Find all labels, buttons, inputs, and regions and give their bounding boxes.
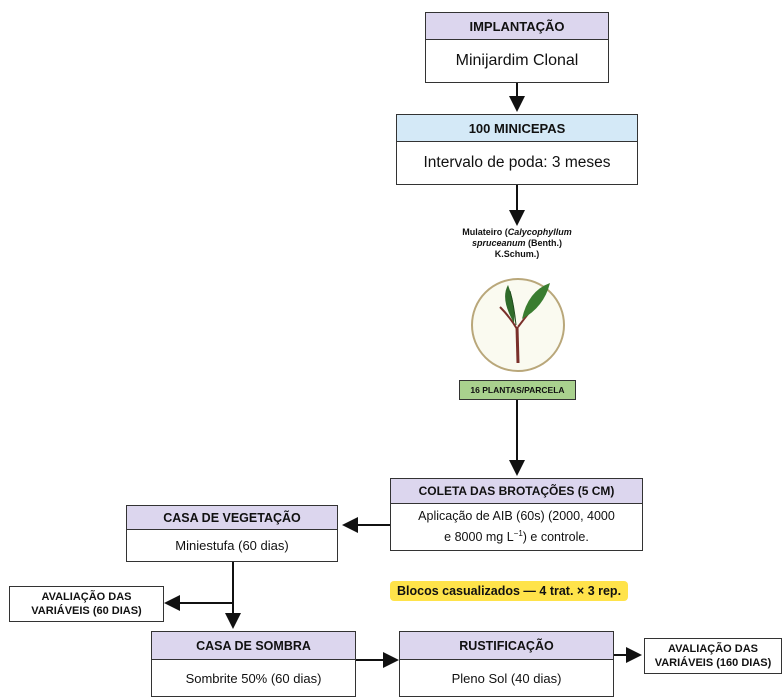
species-author: (Benth.) xyxy=(525,238,563,248)
minicepas-body: Intervalo de poda: 3 meses xyxy=(423,154,611,171)
species-genus: Calycophyllum xyxy=(507,227,572,237)
implantacao-header: IMPLANTAÇÃO xyxy=(426,13,608,40)
rustificacao-body: Pleno Sol (40 dias) xyxy=(451,670,562,686)
coleta-box: COLETA DAS BROTAÇÕES (5 CM) Aplicação de… xyxy=(390,478,643,551)
implantacao-box: IMPLANTAÇÃO Minijardim Clonal xyxy=(425,12,609,83)
coleta-header: COLETA DAS BROTAÇÕES (5 CM) xyxy=(391,479,642,504)
blocos-highlight: Blocos casualizados — 4 trat. × 3 rep. xyxy=(390,581,629,601)
avaliacao-60-box: AVALIAÇÃO DAS VARIÁVEIS (60 DIAS) xyxy=(9,586,164,622)
casa-vegetacao-header: CASA DE VEGETAÇÃO xyxy=(127,506,337,530)
species-epithet: spruceanum xyxy=(471,238,526,248)
casa-sombra-header: CASA DE SOMBRA xyxy=(152,632,355,660)
plantas-tag: 16 PLANTAS/PARCELA xyxy=(459,380,576,400)
coleta-line-1: Aplicação de AIB (60s) (2000, 4000 xyxy=(418,508,615,523)
plant-cutting-image xyxy=(471,278,565,372)
casa-sombra-box: CASA DE SOMBRA Sombrite 50% (60 dias) xyxy=(151,631,356,697)
rustificacao-header: RUSTIFICAÇÃO xyxy=(400,632,613,660)
minicepas-header: 100 MINICEPAS xyxy=(397,115,637,142)
implantacao-body: Minijardim Clonal xyxy=(455,52,579,69)
casa-sombra-body: Sombrite 50% (60 dias) xyxy=(185,670,322,686)
avaliacao-160-line-1: AVALIAÇÃO DAS xyxy=(667,643,759,655)
avaliacao-60-line-1: AVALIAÇÃO DAS xyxy=(41,591,132,603)
species-author-2: K.Schum.) xyxy=(494,249,540,259)
avaliacao-160-box: AVALIAÇÃO DAS VARIÁVEIS (160 DIAS) xyxy=(644,638,782,674)
rustificacao-box: RUSTIFICAÇÃO Pleno Sol (40 dias) xyxy=(399,631,614,697)
species-common-name: Mulateiro ( xyxy=(462,227,508,237)
casa-vegetacao-box: CASA DE VEGETAÇÃO Miniestufa (60 dias) xyxy=(126,505,338,562)
casa-vegetacao-body: Miniestufa (60 dias) xyxy=(175,538,289,553)
avaliacao-60-line-2: VARIÁVEIS (60 DIAS) xyxy=(31,605,142,617)
coleta-body: Aplicação de AIB (60s) (2000, 4000 e 800… xyxy=(391,504,642,550)
species-caption: Mulateiro (Calycophyllum spruceanum (Ben… xyxy=(440,227,594,260)
avaliacao-160-line-2: VARIÁVEIS (160 DIAS) xyxy=(654,657,772,669)
minicepas-box: 100 MINICEPAS Intervalo de poda: 3 meses xyxy=(396,114,638,185)
coleta-line-2: e 8000 mg L−1) e controle. xyxy=(444,528,589,545)
